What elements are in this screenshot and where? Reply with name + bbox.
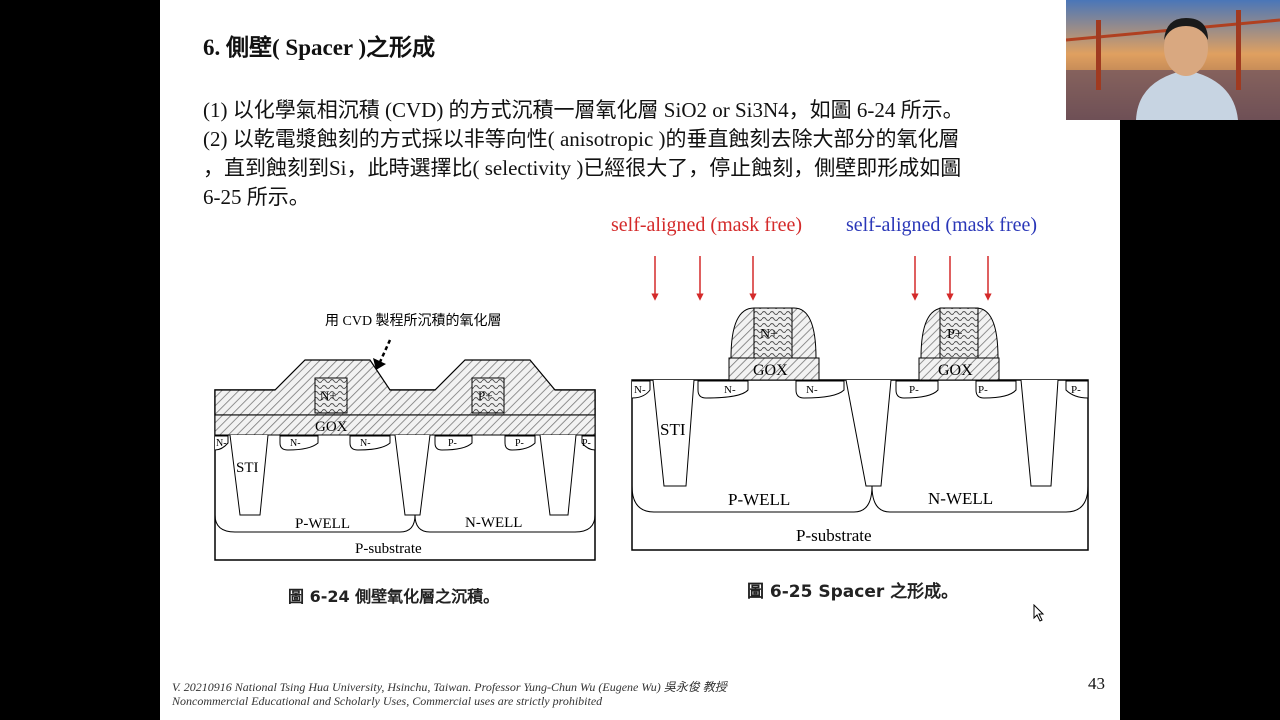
ldd-p1: [434, 435, 473, 451]
slide-title: 6. 側壁( Spacer )之形成: [203, 35, 436, 60]
ldd-p3-label: P-: [582, 438, 591, 449]
ldd-n1: [631, 380, 651, 399]
substrate-label: P-substrate: [796, 526, 872, 545]
sti-middle: [394, 434, 431, 516]
page-number: 43: [1088, 674, 1105, 693]
ldd-p3: [581, 435, 596, 451]
webcam-image: [1066, 0, 1280, 120]
gox-right: [918, 357, 1000, 381]
nwell-label: N-WELL: [928, 489, 993, 508]
ldd-n2-label: N-: [290, 438, 301, 449]
ldd-p3-label: P-: [1071, 384, 1081, 396]
gate-p-plus: [471, 377, 505, 414]
body-line-3: ，直到蝕刻到Si，此時選擇比( selectivity )已經很大了，停止蝕刻，…: [203, 156, 962, 180]
sti-middle: [845, 379, 892, 487]
ldd-n3-label: N-: [806, 384, 818, 396]
gate-p-label: P+: [478, 388, 493, 403]
ldd-p1: [895, 380, 939, 399]
ldd-n2: [279, 435, 319, 451]
ldd-p2-label: P-: [978, 384, 988, 396]
ldd-n3: [795, 380, 845, 399]
sti-left: [229, 434, 269, 516]
self-aligned-label-right: self-aligned (mask free): [846, 214, 1038, 236]
ldd-p2-label: P-: [515, 438, 524, 449]
ldd-n2: [697, 380, 749, 399]
annotation-text: 用 CVD 製程所沉積的氧化層: [325, 313, 502, 329]
pwell-label: P-WELL: [728, 490, 790, 509]
substrate-label: P-substrate: [355, 541, 422, 557]
body-line-4: 6-25 所示。: [203, 185, 310, 209]
sti-right: [539, 434, 577, 516]
gate-p-plus: [939, 307, 979, 359]
sti-left: [652, 379, 695, 487]
gox-layer: [214, 414, 596, 436]
webcam-video: [1066, 0, 1280, 120]
person-shirt: [1136, 70, 1238, 120]
gox-left-label: GOX: [753, 362, 788, 379]
slide: 6. 側壁( Spacer )之形成 (1) 以化學氣相沉積 (CVD) 的方式…: [160, 0, 1120, 720]
person-face: [1164, 20, 1208, 76]
mouse-cursor-icon: [1033, 604, 1045, 622]
gox-right-label: GOX: [938, 362, 973, 379]
annotation-arrow: [378, 339, 392, 363]
ldd-n1-label: N-: [634, 384, 646, 396]
ldd-p2: [504, 435, 536, 451]
ldd-p1-label: P-: [909, 384, 919, 396]
caption-6-25: 圖 6-25 Spacer 之形成。: [747, 582, 959, 602]
gox-label: GOX: [315, 419, 348, 435]
ldd-p1-label: P-: [448, 438, 457, 449]
ldd-n3: [349, 435, 391, 451]
sti-label: STI: [236, 460, 259, 476]
footer-line-2: Noncommercial Educational and Scholarly …: [172, 694, 603, 708]
body-line-2: (2) 以乾電漿蝕刻的方式採以非等向性( anisotropic )的垂直蝕刻去…: [203, 127, 960, 151]
ldd-n2-label: N-: [724, 384, 736, 396]
gate-n-label: N+: [320, 388, 337, 403]
sti-right: [1020, 379, 1059, 487]
body-line-1: (1) 以化學氣相沉積 (CVD) 的方式沉積一層氧化層 SiO2 or Si3…: [203, 98, 964, 122]
well-boundary: [214, 514, 596, 533]
figure-6-25: N+ P+ GOX GOX STI P-WELL N-WELL P-substr…: [631, 256, 1089, 551]
gate-p-label: P+: [947, 327, 963, 342]
footer-line-1: V. 20210916 National Tsing Hua Universit…: [172, 680, 727, 694]
ldd-n3-label: N-: [360, 438, 371, 449]
ldd-p3: [1065, 380, 1089, 399]
ldd-p2: [975, 380, 1017, 399]
ldd-n1: [214, 435, 229, 451]
well-boundary: [631, 485, 1089, 513]
sti-label: STI: [660, 420, 686, 439]
gate-n-plus: [753, 307, 793, 359]
gate-n-label: N+: [760, 327, 778, 342]
self-aligned-label-left: self-aligned (mask free): [611, 214, 803, 236]
ldd-n1-label: N-: [216, 438, 227, 449]
caption-6-24: 圖 6-24 側壁氧化層之沉積。: [288, 587, 500, 606]
nwell-label: N-WELL: [465, 515, 522, 531]
figure-6-24: 用 CVD 製程所沉積的氧化層 N+ P+ GOX STI P-WELL N-W…: [214, 313, 596, 561]
gox-left: [728, 357, 820, 381]
pwell-label: P-WELL: [295, 516, 350, 532]
person-hair: [1164, 18, 1208, 40]
oxide-layer: [214, 359, 596, 416]
annotation-arrowhead: [373, 358, 386, 370]
gate-n-plus: [314, 377, 348, 414]
